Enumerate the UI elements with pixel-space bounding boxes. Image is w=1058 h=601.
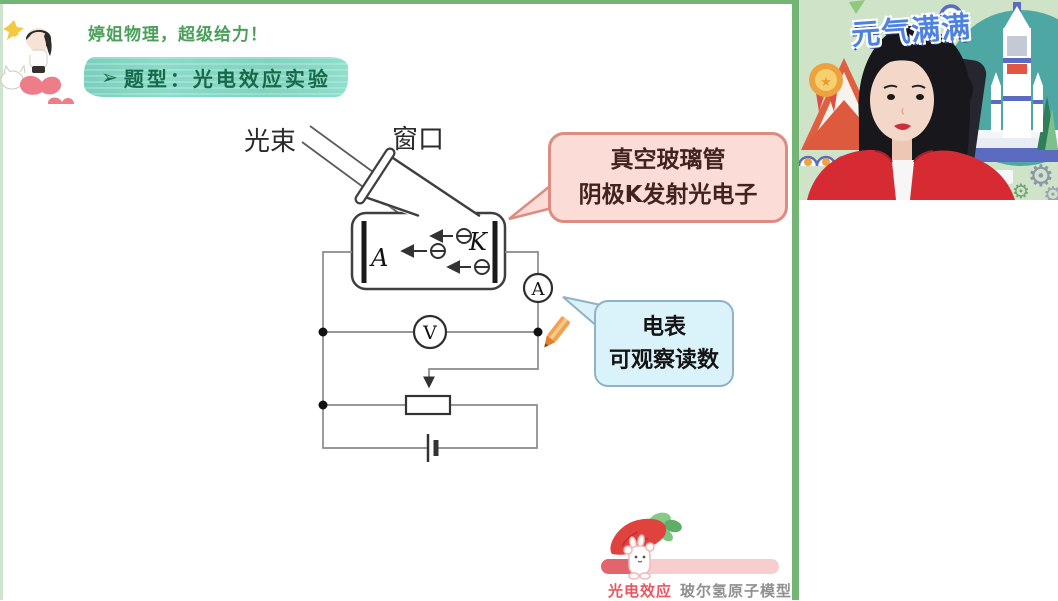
cam-title-decor <box>849 0 963 17</box>
tube-callout-line1: 真空玻璃管 <box>610 147 726 173</box>
junction-dots <box>318 327 543 410</box>
star-icon <box>3 20 24 40</box>
ammeter-label: A <box>531 279 546 300</box>
teacher-figure <box>807 26 1015 200</box>
frame-left-edge <box>0 0 3 600</box>
photoelectrons <box>400 228 490 275</box>
rheostat <box>404 394 452 416</box>
brand-slogan: 婷姐物理，超级给力！ <box>88 25 268 45</box>
svg-text:⚙: ⚙ <box>1012 179 1030 200</box>
cat-doodle <box>0 70 24 90</box>
tube-callout: 真空玻璃管 阴极K发射光电子 <box>548 132 788 223</box>
voltmeter-label: V <box>422 322 437 344</box>
frame-divider <box>792 0 799 600</box>
tube-callout-line2: 阴极K发射光电子 <box>578 181 758 208</box>
voltmeter: V <box>412 314 448 350</box>
topic-title: 题型：光电效应实验 <box>123 66 331 91</box>
svg-text:⚙: ⚙ <box>1043 183 1058 200</box>
gears-icon: ⚙ ⚙ ⚙ <box>995 159 1058 200</box>
teacher-webcam: ★ ⚙ ⚙ ⚙ <box>799 0 1058 200</box>
anode-label: A <box>369 244 388 272</box>
radish-mascot <box>610 512 682 580</box>
teacher-avatar-sticker <box>0 20 75 104</box>
svg-text:⚙: ⚙ <box>1028 159 1055 194</box>
rocket-illustration <box>957 2 1058 162</box>
light-beam-label: 光束 <box>244 127 296 157</box>
battery <box>426 434 439 462</box>
chapter-tab-photoelectric: 光电效应 <box>608 582 673 600</box>
vacuum-tube: A K <box>350 147 507 291</box>
webcam-scene: ★ ⚙ ⚙ ⚙ <box>799 0 1058 200</box>
ammeter: A <box>522 272 554 304</box>
heart-icon <box>48 97 75 104</box>
quartz-window <box>354 147 396 205</box>
topic-banner: ➢ 题型：光电效应实验 <box>84 57 348 97</box>
heart-icon <box>20 75 62 95</box>
chapter-tab-bohr-model: 玻尔氢原子模型 <box>680 582 793 600</box>
meter-callout-line1: 电表 <box>641 314 686 340</box>
meter-callout: 电表 可观察读数 <box>594 300 734 387</box>
window-label: 窗口 <box>392 125 444 155</box>
photoelectric-circuit-diagram: A K <box>244 125 608 462</box>
frame-top-edge <box>0 0 793 4</box>
banner-arrow: ➢ <box>101 65 118 89</box>
pencil-icon <box>544 316 570 348</box>
cathode-label: K <box>468 228 489 256</box>
circuit-wires <box>322 251 539 449</box>
meter-callout-line2: 可观察读数 <box>608 347 719 373</box>
medal-star-icon: ★ <box>820 75 832 90</box>
